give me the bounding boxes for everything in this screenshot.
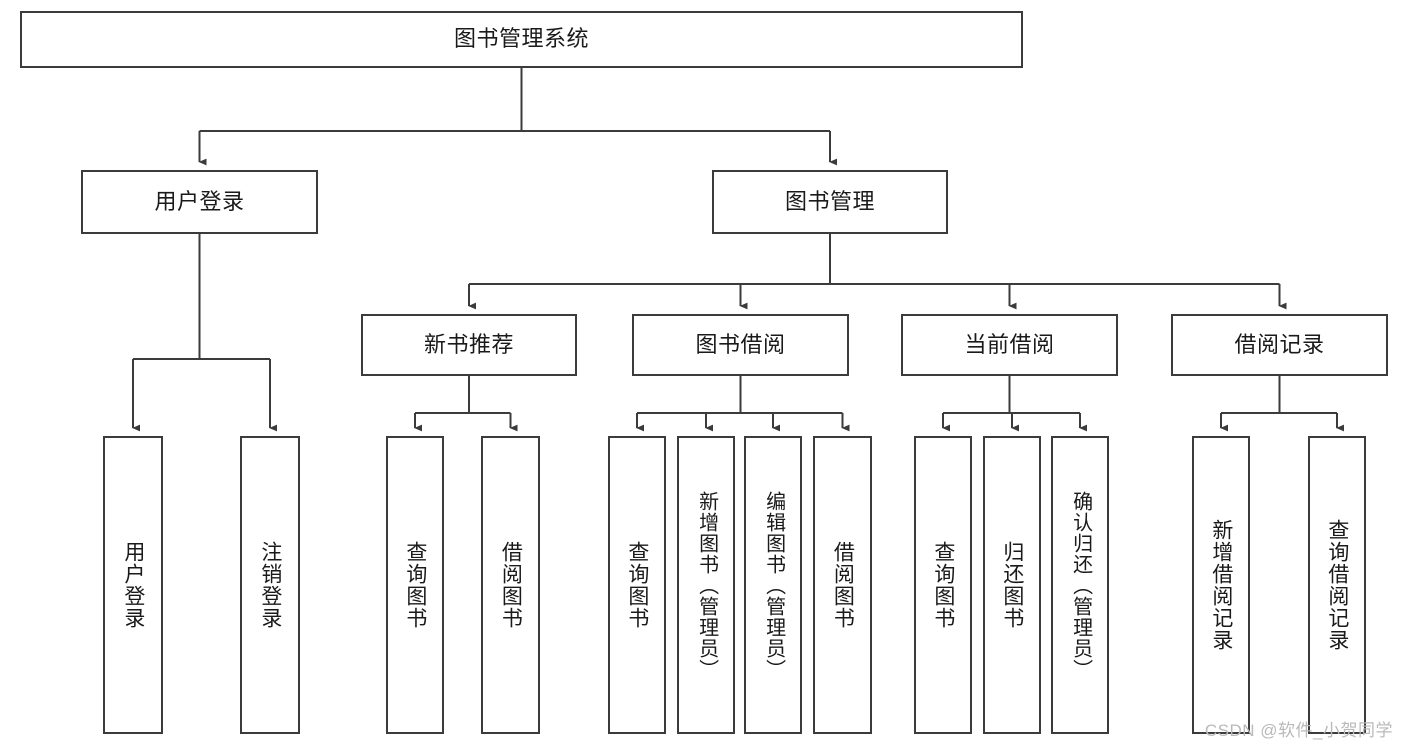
node-book-borrow[interactable]: 图书借阅 [632,314,849,376]
node-label: 编辑图书（管理员） [762,490,785,680]
node-label: 借阅图书 [831,541,855,629]
node-label: 归还图书 [1000,541,1024,629]
node-label: 查询图书 [625,541,649,629]
node-leaf-add-book-admin[interactable]: 新增图书（管理员） [677,436,735,734]
node-leaf-add-borrow-record[interactable]: 新增借阅记录 [1192,436,1250,734]
node-label: 查询图书 [931,541,955,629]
node-leaf-return-book[interactable]: 归还图书 [983,436,1041,734]
node-label: 新书推荐 [423,331,514,357]
node-leaf-user-login[interactable]: 用户登录 [103,436,163,734]
node-leaf-confirm-return-admin[interactable]: 确认归还（管理员） [1051,436,1109,734]
node-label: 新增图书（管理员） [695,490,718,680]
node-label: 新增借阅记录 [1209,519,1233,651]
node-borrow-record[interactable]: 借阅记录 [1171,314,1388,376]
node-label: 查询图书 [403,541,427,629]
node-book-management-system[interactable]: 图书管理系统 [20,11,1023,68]
node-label: 借阅记录 [1234,331,1325,357]
node-leaf-query-borrow-record[interactable]: 查询借阅记录 [1308,436,1366,734]
watermark-text: CSDN @软件_小贺同学 [1204,721,1393,740]
node-new-book-recommendation[interactable]: 新书推荐 [361,314,577,376]
node-current-borrow[interactable]: 当前借阅 [901,314,1118,376]
node-leaf-query-book-current[interactable]: 查询图书 [914,436,972,734]
node-label: 图书借阅 [695,331,786,357]
node-leaf-logout[interactable]: 注销登录 [240,436,300,734]
node-leaf-query-book-rec[interactable]: 查询图书 [386,436,444,734]
node-user-login[interactable]: 用户登录 [81,170,318,234]
node-leaf-edit-book-admin[interactable]: 编辑图书（管理员） [744,436,802,734]
node-leaf-query-book-borrow[interactable]: 查询图书 [608,436,666,734]
node-book-management[interactable]: 图书管理 [712,170,948,234]
node-label: 用户登录 [154,188,245,214]
node-label: 图书管理系统 [453,26,589,52]
node-leaf-borrow-book[interactable]: 借阅图书 [813,436,872,734]
node-label: 确认归还（管理员） [1069,490,1092,680]
node-label: 借阅图书 [499,541,523,629]
node-label: 当前借阅 [964,331,1055,357]
node-label: 用户登录 [121,541,145,629]
node-label: 查询借阅记录 [1325,519,1349,651]
node-leaf-borrow-book-rec[interactable]: 借阅图书 [481,436,540,734]
node-label: 注销登录 [258,541,282,629]
node-label: 图书管理 [784,188,875,214]
